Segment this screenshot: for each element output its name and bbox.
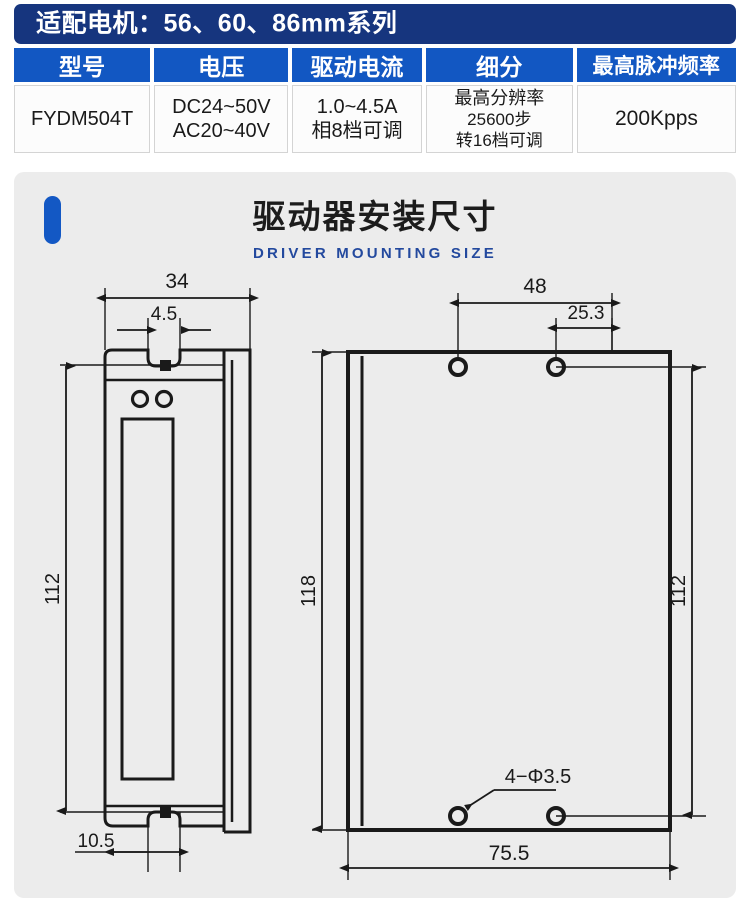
table-cell-microstep: 最高分辨率 25600步 转16档可调 xyxy=(425,85,573,153)
section-subtitle: DRIVER MOUNTING SIZE xyxy=(252,245,497,262)
cell-line: FYDM504T xyxy=(30,107,134,130)
accent-bar-icon xyxy=(44,196,61,244)
column-header-model: 型号 xyxy=(14,48,151,82)
mounting-size-panel xyxy=(14,172,736,898)
spec-column-max-pulse-freq: 最高脉冲频率 200Kpps xyxy=(576,48,736,153)
column-header-voltage: 电压 xyxy=(154,48,289,82)
cell-line: 转16档可调 xyxy=(455,131,543,151)
compatible-motor-banner: 适配电机：56、60、86mm系列 xyxy=(14,4,736,44)
table-cell-model: FYDM504T xyxy=(14,85,151,153)
cell-line: DC24~50V xyxy=(172,95,271,118)
cell-line: 25600步 xyxy=(467,110,532,129)
spec-column-model: 型号 FYDM504T xyxy=(14,48,151,153)
specification-table: 型号 FYDM504T 电压 DC24~50V AC20~40V 驱动电流 1.… xyxy=(14,48,736,153)
table-cell-max-pulse-freq: 200Kpps xyxy=(576,85,736,153)
banner-text: 适配电机：56、60、86mm系列 xyxy=(36,9,398,38)
column-header-max-pulse-freq: 最高脉冲频率 xyxy=(576,48,736,82)
spec-column-voltage: 电压 DC24~50V AC20~40V xyxy=(154,48,289,153)
table-cell-drive-current: 1.0~4.5A 相8档可调 xyxy=(292,85,422,153)
cell-line: AC20~40V xyxy=(172,120,270,142)
spec-column-microstep: 细分 最高分辨率 25600步 转16档可调 xyxy=(425,48,573,153)
table-cell-voltage: DC24~50V AC20~40V xyxy=(154,85,289,153)
column-header-drive-current: 驱动电流 xyxy=(292,48,422,82)
cell-line: 1.0~4.5A xyxy=(316,95,398,118)
spec-column-drive-current: 驱动电流 1.0~4.5A 相8档可调 xyxy=(292,48,422,153)
column-header-microstep: 细分 xyxy=(425,48,573,82)
section-title: 驱动器安装尺寸 xyxy=(252,198,498,235)
cell-line: 最高分辨率 xyxy=(454,87,545,108)
cell-line: 200Kpps xyxy=(615,107,698,131)
cell-line: 相8档可调 xyxy=(311,120,403,142)
